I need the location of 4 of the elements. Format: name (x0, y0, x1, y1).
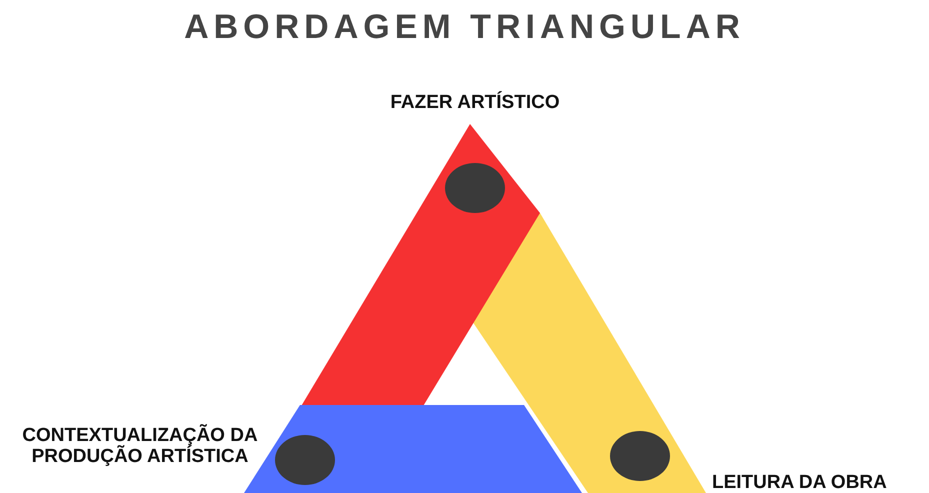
vertex-label: FAZER ARTÍSTICO (389, 92, 561, 113)
title: ABORDAGEM TRIANGULAR (183, 8, 746, 47)
vertex-label: CONTEXTUALIZAÇÃO DA PRODUÇÃO ARTÍSTICA (21, 425, 259, 467)
vertex-label: LEITURA DA OBRA (712, 472, 888, 493)
